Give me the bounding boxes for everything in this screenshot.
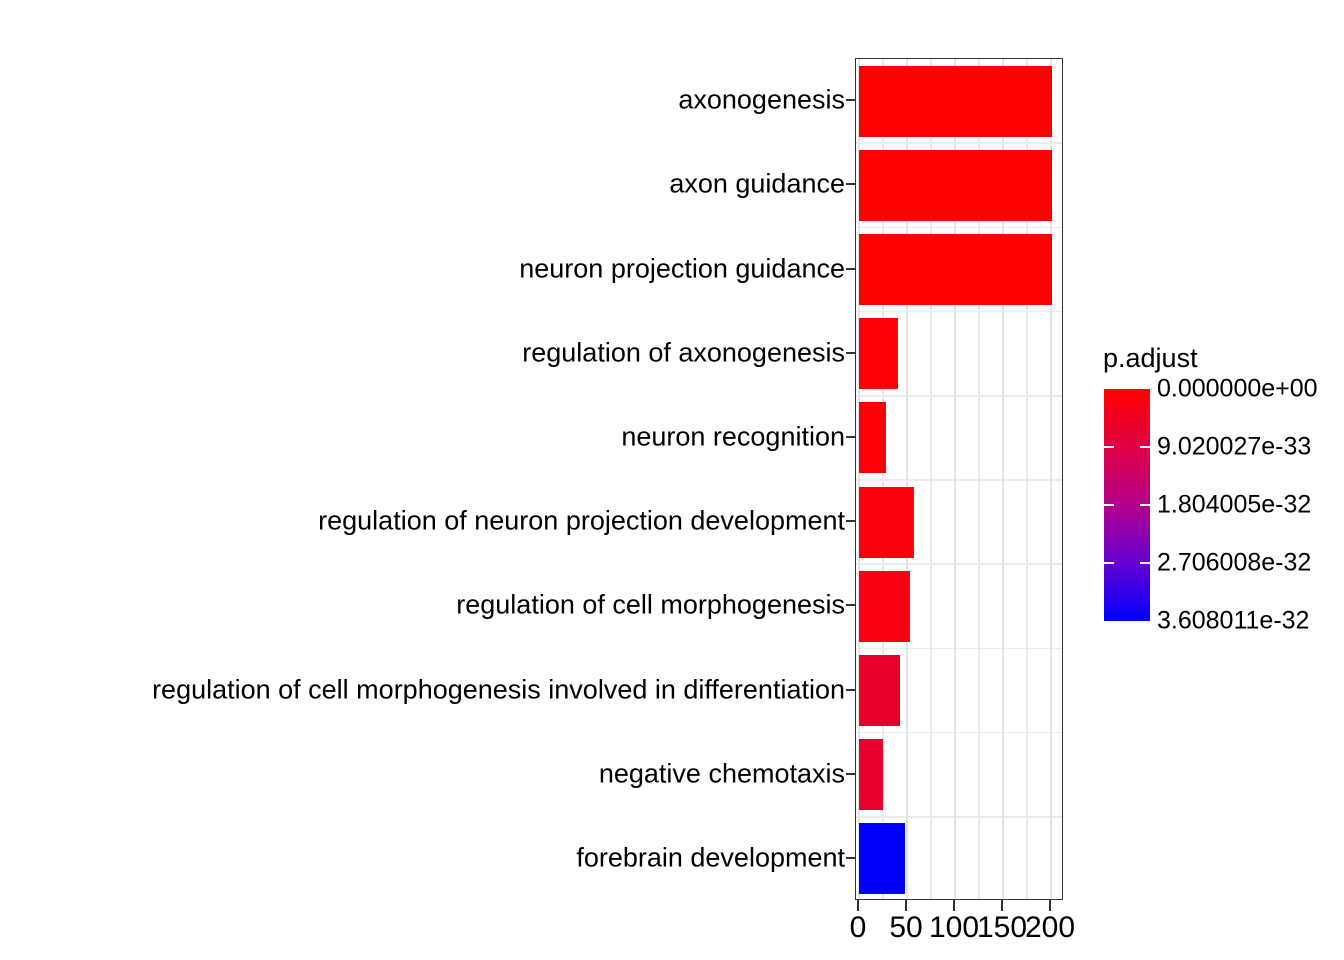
legend-colorbar-tick — [1104, 445, 1114, 449]
gridline-vertical-major — [858, 59, 860, 899]
x-axis-tick-label: 0 — [849, 911, 867, 944]
gridline-vertical-minor — [930, 59, 932, 899]
gridline-vertical-minor — [1026, 59, 1028, 899]
bar[interactable] — [859, 823, 906, 895]
bar[interactable] — [859, 318, 899, 390]
y-axis-tick-label: negative chemotaxis — [598, 758, 845, 789]
y-axis-tick-label: regulation of axonogenesis — [522, 337, 845, 368]
legend-tick-label: 9.020027e-33 — [1157, 432, 1312, 461]
y-axis-tick-mark — [846, 183, 855, 186]
y-axis-tick-label: regulation of neuron projection developm… — [318, 505, 845, 536]
legend-colorbar-tick — [1140, 445, 1150, 449]
gridline-horizontal — [856, 479, 1062, 481]
gridline-vertical-major — [954, 59, 956, 899]
legend-colorbar-tick — [1104, 561, 1114, 565]
legend-colorbar-tick — [1104, 503, 1114, 507]
bar[interactable] — [859, 65, 1052, 137]
x-axis-tick-mark — [1049, 900, 1051, 911]
gridline-horizontal — [856, 816, 1062, 818]
gridline-vertical-minor — [882, 59, 884, 899]
x-axis-tick-mark — [857, 900, 859, 911]
gridline-horizontal — [856, 395, 1062, 397]
legend-colorbar-tick — [1140, 503, 1150, 507]
y-axis-tick-label: neuron recognition — [621, 421, 845, 452]
gridline-vertical-minor — [978, 59, 980, 899]
x-axis-tick-label: 100 — [928, 911, 980, 944]
bar[interactable] — [859, 149, 1052, 221]
y-axis-tick-mark — [846, 267, 855, 270]
y-axis-labels: axonogenesis axon guidance neuron projecti… — [0, 58, 855, 900]
gridline-vertical-major — [1050, 59, 1052, 899]
gridline-horizontal — [856, 731, 1062, 734]
bar[interactable] — [859, 233, 1052, 306]
y-axis-tick-label: neuron projection guidance — [519, 253, 845, 283]
y-axis-tick-label: axonogenesis — [678, 84, 845, 115]
legend-colorbar-tick — [1140, 561, 1150, 565]
legend-tick-label: 2.706008e-32 — [1157, 548, 1312, 577]
x-axis-tick-label: 150 — [976, 911, 1028, 944]
x-axis-tick-mark — [1001, 900, 1003, 911]
x-axis-tick-mark — [953, 900, 955, 911]
legend: p.adjust 0.000000e+00 9.020027e-33 1.80400… — [1100, 345, 1344, 645]
y-axis-tick-mark — [846, 688, 855, 691]
gridline-horizontal — [856, 142, 1062, 144]
y-axis-tick-mark — [846, 772, 855, 775]
y-axis-tick-mark — [846, 99, 855, 102]
gridline-horizontal — [856, 563, 1062, 565]
legend-tick-label: 0.000000e+00 — [1157, 374, 1318, 403]
x-axis-ticks — [855, 900, 1063, 912]
y-axis-tick-mark — [846, 520, 855, 523]
y-axis-tick-label: regulation of cell morphogenesis involve… — [152, 674, 845, 704]
gridline-horizontal — [856, 226, 1062, 229]
bar[interactable] — [859, 654, 901, 727]
y-axis-tick-mark — [846, 351, 855, 354]
legend-title: p.adjust — [1103, 343, 1198, 373]
y-axis-tick-label: axon guidance — [669, 168, 845, 199]
bar[interactable] — [859, 570, 910, 642]
gridline-vertical-major — [906, 59, 908, 899]
bar[interactable] — [859, 402, 886, 474]
x-axis-tick-label: 200 — [1024, 911, 1076, 944]
y-axis-tick-mark — [846, 856, 855, 859]
x-axis-tick-mark — [905, 900, 907, 911]
legend-tick-label: 3.608011e-32 — [1157, 606, 1310, 635]
y-axis-tick-mark — [846, 435, 855, 438]
bar[interactable] — [859, 486, 914, 558]
gridline-horizontal — [856, 310, 1062, 313]
gridline-vertical-major — [1002, 59, 1004, 899]
y-axis-tick-label: forebrain development — [576, 842, 845, 873]
y-axis-tick-label: regulation of cell morphogenesis — [456, 589, 845, 620]
x-axis-tick-label: 50 — [889, 911, 923, 944]
y-axis-tick-mark — [846, 604, 855, 607]
legend-tick-label: 1.804005e-32 — [1157, 490, 1312, 519]
bar[interactable] — [859, 739, 883, 811]
plot-panel — [855, 58, 1063, 900]
gridline-horizontal — [856, 647, 1062, 650]
